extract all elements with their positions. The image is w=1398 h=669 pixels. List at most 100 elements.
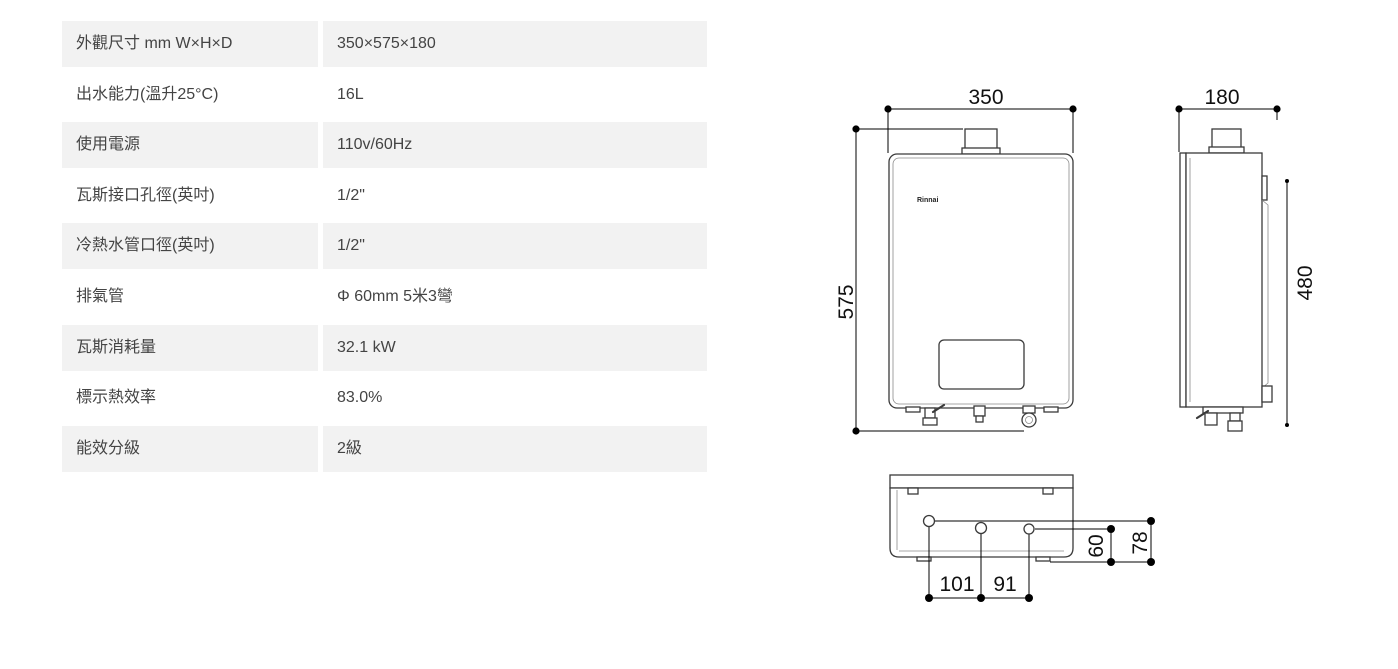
display-panel: [938, 339, 1025, 390]
dimension-endpoint: [1147, 517, 1155, 525]
flue-collar: [961, 147, 1001, 155]
spec-value: 2級: [323, 425, 707, 472]
spec-label: 能效分級: [62, 425, 318, 472]
brand-logo: Rinnai: [917, 197, 938, 204]
bottom-spacing-left-label: 101: [939, 573, 974, 596]
gas-inlet: [1021, 412, 1037, 428]
front-cover-edge: [1261, 199, 1269, 389]
flue-collar: [1208, 146, 1245, 154]
foot: [1035, 556, 1051, 562]
dimension-endpoint: [1107, 525, 1115, 533]
spec-value: 110v/60Hz: [323, 122, 707, 169]
dimension-endpoint: [1285, 179, 1289, 183]
bottom-offset-inner-label: 60: [1085, 534, 1108, 557]
front-view: 350 575 Rinnai: [835, 86, 1077, 435]
dimension-endpoint: [1175, 105, 1183, 113]
front-width-label: 350: [968, 86, 1003, 109]
side-depth-dimension: [1175, 105, 1281, 152]
water-inlet-valve: [924, 407, 936, 419]
gas-inlet-hole: [1023, 523, 1035, 535]
bottom-offset-outer-label: 78: [1129, 531, 1152, 554]
bottom-spacing-dimensions: [925, 527, 1033, 602]
spec-row: 瓦斯消耗量 32.1 kW: [62, 324, 707, 371]
bottom-spacing-right-label: 91: [993, 573, 1016, 596]
water-inlet-hole: [922, 514, 936, 528]
side-bottom-bump: [1261, 385, 1273, 403]
side-height-label: 480: [1294, 265, 1317, 300]
dimension-endpoint: [852, 427, 860, 435]
spec-label: 冷熱水管口徑(英吋): [62, 223, 318, 270]
dimension-endpoint: [1273, 105, 1281, 113]
dimension-endpoint: [925, 594, 933, 602]
hot-water-outlet-hole: [974, 521, 988, 535]
spec-label: 排氣管: [76, 287, 125, 305]
flue-pipe-front: [961, 128, 1001, 155]
gas-inlet-nut: [1022, 405, 1036, 414]
spec-row: 排氣管 Φ 60mm 5米3彎: [62, 274, 707, 320]
bottom-view: 60 78 101 91: [889, 474, 1155, 602]
spec-row: 使用電源 110v/60Hz: [62, 122, 707, 169]
dimension-endpoint: [1025, 594, 1033, 602]
heater-body-side: [1185, 152, 1263, 408]
gas-inlet-nut: [1227, 420, 1243, 432]
hot-water-outlet: [973, 405, 986, 417]
spec-table: 外觀尺寸 mm W×H×D 350×575×180 出水能力(溫升25°C) 1…: [62, 21, 707, 476]
spec-value: Φ 60mm 5米3彎: [337, 287, 453, 305]
spec-label: 出水能力(溫升25°C): [76, 85, 219, 103]
spec-row: 外觀尺寸 mm W×H×D 350×575×180: [62, 21, 707, 67]
dimension-drawing: 350 575 Rinnai: [835, 86, 1317, 602]
spec-row: 標示熱效率 83.0%: [62, 375, 707, 421]
bottom-top-strip: [889, 474, 1074, 489]
spec-label: 外觀尺寸 mm W×H×D: [62, 21, 318, 67]
spec-label: 使用電源: [62, 122, 318, 169]
back-plate: [1179, 152, 1187, 408]
front-bottom-fittings: [905, 403, 1059, 428]
front-height-dimension: [852, 125, 1024, 435]
side-bottom-fittings: [1195, 406, 1244, 432]
bracket: [1042, 487, 1054, 495]
heater-cover-outline: [892, 157, 1070, 405]
front-width-dimension: [884, 105, 1077, 153]
water-inlet-valve: [1204, 412, 1218, 426]
dimension-endpoint: [884, 105, 892, 113]
side-knob: [1261, 175, 1268, 201]
spec-label: 瓦斯接口孔徑(英吋): [76, 186, 215, 204]
valve-handle: [1195, 409, 1210, 420]
bracket: [907, 487, 919, 495]
flue-pipe: [1211, 128, 1242, 149]
valve-handle: [931, 403, 946, 414]
side-view: 180 480: [1175, 86, 1317, 432]
spec-row: 瓦斯接口孔徑(英吋) 1/2": [62, 173, 707, 219]
spec-row: 冷熱水管口徑(英吋) 1/2": [62, 223, 707, 270]
front-height-label: 575: [835, 284, 858, 319]
dimension-endpoint: [852, 125, 860, 133]
dimension-endpoint: [1107, 558, 1115, 566]
hot-water-outlet-tip: [975, 415, 984, 423]
side-height-dimension: [1285, 179, 1289, 427]
spec-value: 1/2": [337, 186, 365, 204]
spec-label: 標示熱效率: [76, 389, 157, 407]
mount-tab: [905, 406, 921, 413]
spec-value: 83.0%: [337, 389, 383, 407]
spec-label: 瓦斯消耗量: [62, 324, 318, 371]
dimension-endpoint: [977, 594, 985, 602]
spec-row: 能效分級 2級: [62, 425, 707, 472]
side-depth-label: 180: [1204, 86, 1239, 109]
dimension-endpoint: [1069, 105, 1077, 113]
flue-pipe-side: [1208, 128, 1245, 154]
water-inlet-nut: [922, 417, 938, 426]
fitting-base: [1202, 406, 1244, 414]
spec-value: 1/2": [323, 223, 707, 270]
mount-tab: [1043, 406, 1059, 413]
bottom-offset-dimensions: [935, 517, 1155, 566]
foot: [916, 556, 932, 562]
spec-row: 出水能力(溫升25°C) 16L: [62, 72, 707, 118]
spec-value: 32.1 kW: [323, 324, 707, 371]
dimension-endpoint: [1147, 558, 1155, 566]
gas-inlet-pipe: [1229, 412, 1241, 422]
spec-value: 16L: [337, 85, 364, 103]
spec-value: 350×575×180: [323, 21, 707, 67]
gas-inlet-bore: [1025, 416, 1033, 424]
flue-pipe: [964, 128, 998, 150]
dimension-endpoint: [1285, 423, 1289, 427]
